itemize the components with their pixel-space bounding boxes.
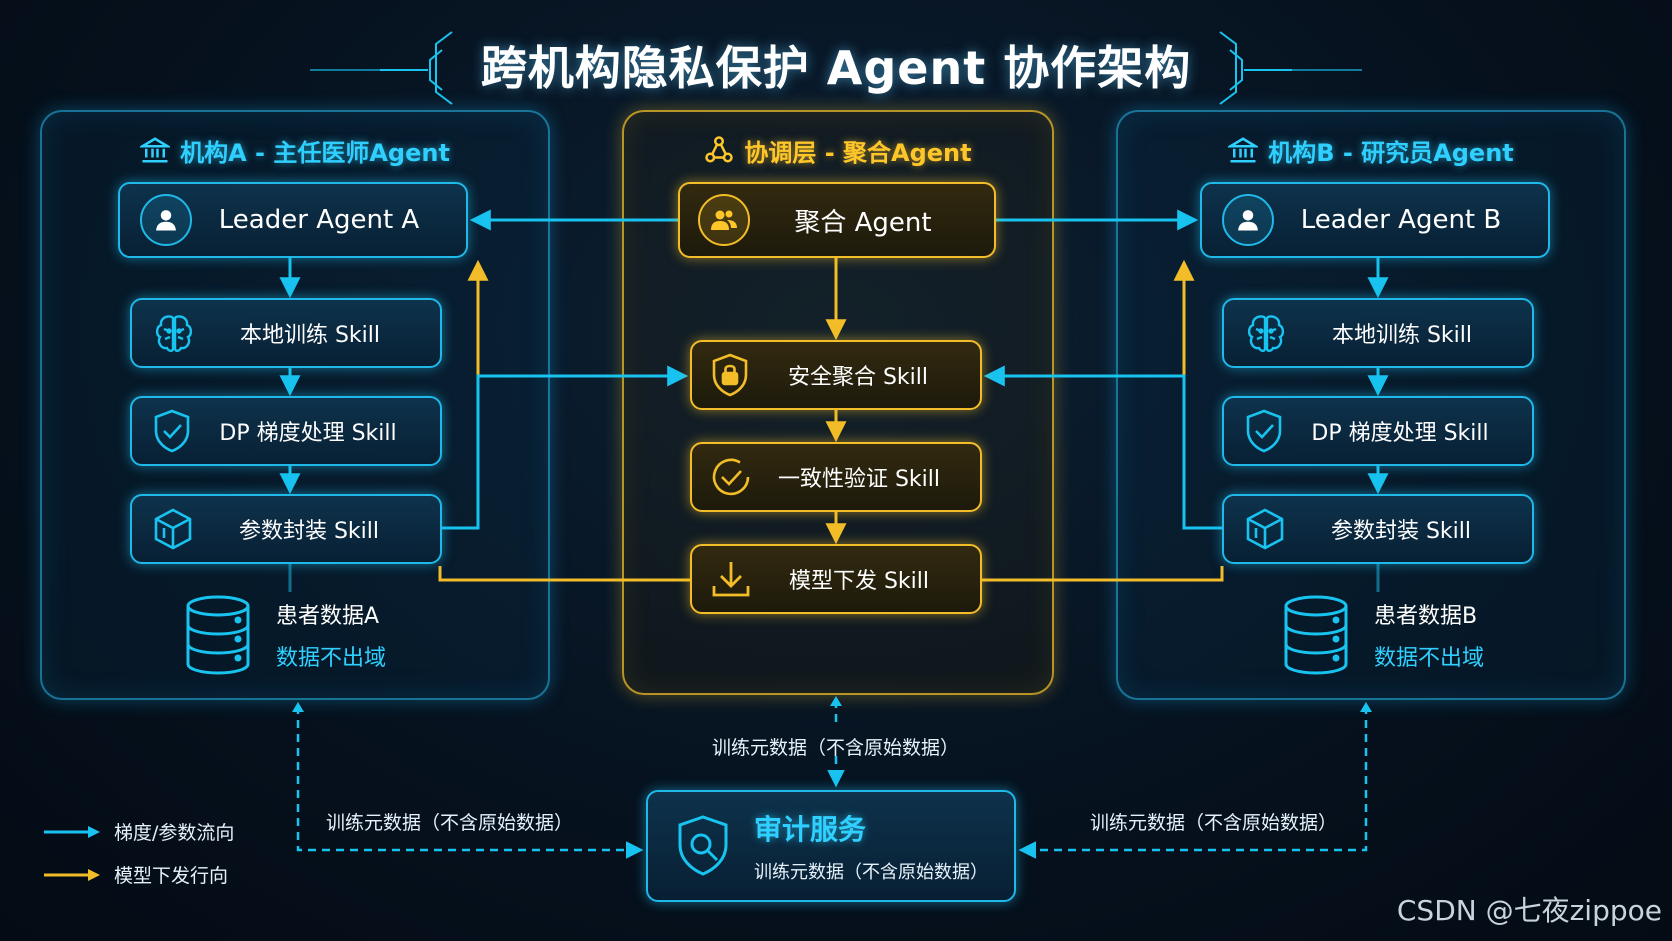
legend: 梯度/参数流向 模型下发行向 xyxy=(42,818,234,888)
leader-agent-b[interactable]: Leader Agent B xyxy=(1200,182,1550,258)
cube-icon xyxy=(150,506,196,552)
panel-center-title: 协调层 - 聚合Agent xyxy=(622,132,1054,168)
patient-data-a: 患者数据A 数据不出域 xyxy=(182,594,386,676)
panel-center-title-text: 协调层 - 聚合Agent xyxy=(744,138,972,167)
skill-param-package-b-label: 参数封装 Skill xyxy=(1330,519,1472,544)
skill-dp-gradient-a[interactable]: DP 梯度处理 Skill xyxy=(130,396,442,466)
leader-agent-b-label: Leader Agent B xyxy=(1300,205,1502,235)
download-icon xyxy=(708,556,754,602)
skill-param-package-a-label: 参数封装 Skill xyxy=(238,519,380,544)
users-icon-wrap xyxy=(698,194,750,246)
leader-agent-a[interactable]: Leader Agent A xyxy=(118,182,468,258)
patient-data-a-note: 数据不出域 xyxy=(276,646,387,671)
title-text: 跨机构隐私保护 Agent 协作架构 xyxy=(480,41,1192,95)
skill-dp-gradient-b-label: DP 梯度处理 Skill xyxy=(1311,421,1489,446)
aggregation-agent-label: 聚合 Agent xyxy=(794,207,932,238)
skill-param-package-b[interactable]: 参数封装 Skill xyxy=(1222,494,1534,564)
flow-label-left: 训练元数据（不含原始数据） xyxy=(326,812,574,834)
patient-data-b-name: 患者数据B xyxy=(1374,604,1478,629)
brain-icon xyxy=(150,309,198,357)
legend-arrow-gold xyxy=(44,868,100,881)
skill-consistency-check[interactable]: 一致性验证 Skill xyxy=(690,442,982,512)
flow-label-right: 训练元数据（不含原始数据） xyxy=(1090,812,1338,834)
panel-b-title: 机构B - 研究员Agent xyxy=(1116,132,1626,168)
legend-item-model: 模型下发行向 xyxy=(42,861,234,888)
skill-dp-gradient-a-label: DP 梯度处理 Skill xyxy=(219,421,397,446)
legend-item-gradient: 梯度/参数流向 xyxy=(42,818,234,845)
database-icon xyxy=(186,595,250,675)
shield-search-icon xyxy=(672,813,734,879)
audit-service-title: 审计服务 xyxy=(754,813,867,846)
legend-label-model: 模型下发行向 xyxy=(114,865,229,887)
audit-service-subtitle: 训练元数据（不含原始数据） xyxy=(754,862,988,883)
bank-icon xyxy=(1228,137,1259,163)
skill-secure-aggregation[interactable]: 安全聚合 Skill xyxy=(690,340,982,410)
brain-icon xyxy=(1242,309,1290,357)
shield-check-icon xyxy=(1242,407,1286,455)
bank-icon xyxy=(140,137,171,163)
page-title: 跨机构隐私保护 Agent 协作架构 xyxy=(0,30,1672,100)
watermark: CSDN @七夜zippoe xyxy=(1396,894,1662,927)
skill-consistency-check-label: 一致性验证 Skill xyxy=(777,467,941,492)
skill-param-package-a[interactable]: 参数封装 Skill xyxy=(130,494,442,564)
users-icon xyxy=(698,194,750,246)
database-icon xyxy=(1284,595,1348,675)
cube-icon xyxy=(1242,506,1288,552)
skill-local-training-b-label: 本地训练 Skill xyxy=(1331,323,1473,348)
skill-secure-aggregation-label: 安全聚合 Skill xyxy=(787,365,929,390)
patient-data-a-name: 患者数据A xyxy=(276,604,380,629)
user-icon-wrap xyxy=(140,194,192,246)
user-icon-wrap xyxy=(1222,194,1274,246)
network-icon xyxy=(705,136,734,163)
patient-data-b-note: 数据不出域 xyxy=(1374,646,1485,671)
skill-model-distribution[interactable]: 模型下发 Skill xyxy=(690,544,982,614)
shield-check-icon xyxy=(150,407,194,455)
shield-lock-icon xyxy=(708,351,752,399)
panel-a-title-text: 机构A - 主任医师Agent xyxy=(180,138,450,167)
leader-agent-a-label: Leader Agent A xyxy=(218,205,420,235)
skill-local-training-a[interactable]: 本地训练 Skill xyxy=(130,298,442,368)
user-icon xyxy=(1222,194,1274,246)
skill-dp-gradient-b[interactable]: DP 梯度处理 Skill xyxy=(1222,396,1534,466)
flow-label-top: 训练元数据（不含原始数据） xyxy=(712,737,960,759)
check-circle-icon xyxy=(708,454,754,500)
aggregation-agent[interactable]: 聚合 Agent xyxy=(678,182,996,258)
skill-local-training-a-label: 本地训练 Skill xyxy=(239,323,381,348)
skill-local-training-b[interactable]: 本地训练 Skill xyxy=(1222,298,1534,368)
skill-model-distribution-label: 模型下发 Skill xyxy=(788,569,930,594)
panel-b-title-text: 机构B - 研究员Agent xyxy=(1268,138,1514,167)
legend-label-gradient: 梯度/参数流向 xyxy=(114,822,235,844)
audit-service[interactable]: 审计服务 训练元数据（不含原始数据） xyxy=(646,790,1016,902)
patient-data-b: 患者数据B 数据不出域 xyxy=(1280,594,1484,676)
panel-a-title: 机构A - 主任医师Agent xyxy=(40,132,550,168)
user-icon xyxy=(140,194,192,246)
legend-arrow-cyan xyxy=(44,825,100,838)
